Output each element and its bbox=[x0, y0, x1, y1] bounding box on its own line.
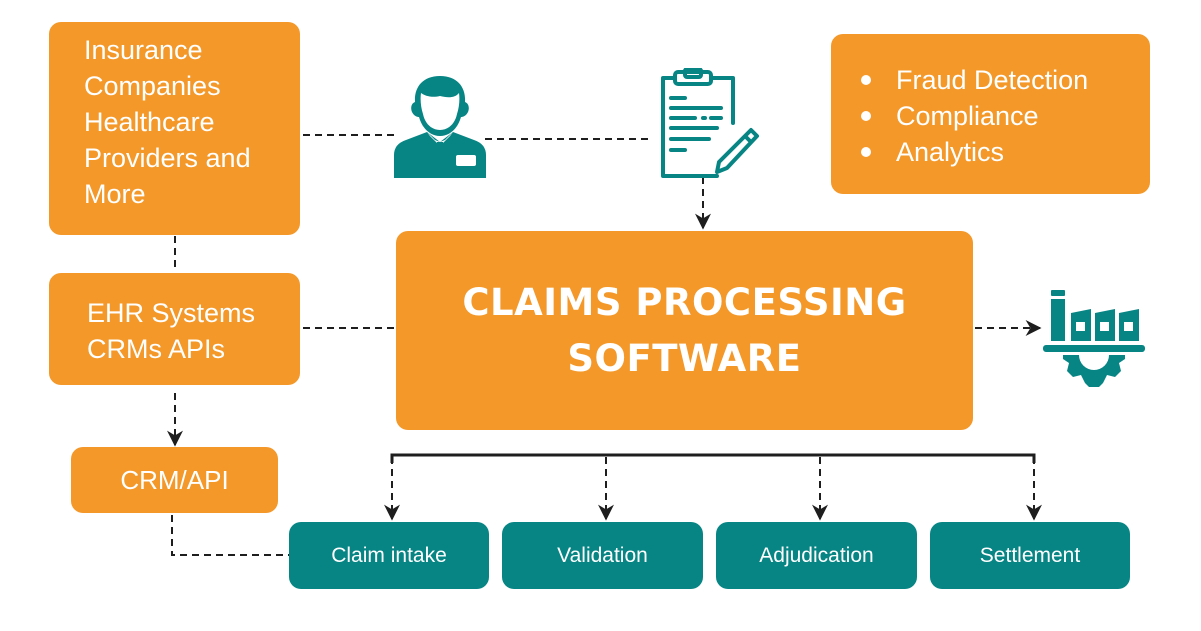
claims-processing-software-box: CLAIMS PROCESSING SOFTWARE bbox=[396, 231, 973, 430]
clipboard-pen-icon bbox=[661, 68, 759, 178]
feature-item: Analytics bbox=[831, 134, 1150, 170]
feature-item: Fraud Detection bbox=[831, 62, 1150, 98]
stakeholders-line: Insurance bbox=[84, 35, 203, 65]
crm-api-box: CRM/API bbox=[71, 447, 278, 513]
bullet-icon bbox=[861, 75, 871, 85]
feature-label: Compliance bbox=[896, 101, 1039, 131]
features-box: Fraud Detection Compliance Analytics bbox=[831, 34, 1150, 194]
step-label: Adjudication bbox=[759, 543, 874, 567]
stakeholders-line: Providers and bbox=[84, 143, 251, 173]
features-list: Fraud Detection Compliance Analytics bbox=[831, 62, 1150, 170]
connector-crm-claim-intake bbox=[171, 515, 290, 556]
user-agent-icon bbox=[394, 76, 486, 178]
bullet-icon bbox=[861, 111, 871, 121]
step-validation: Validation bbox=[502, 522, 703, 589]
step-claim-intake: Claim intake bbox=[289, 522, 489, 589]
stakeholders-line: Healthcare bbox=[84, 107, 215, 137]
step-label: Claim intake bbox=[331, 543, 447, 567]
feature-item: Compliance bbox=[831, 98, 1150, 134]
stakeholders-line: Companies bbox=[84, 71, 221, 101]
step-adjudication: Adjudication bbox=[716, 522, 917, 589]
connector-branch-bar bbox=[390, 453, 1036, 463]
bullet-icon bbox=[861, 147, 871, 157]
feature-label: Analytics bbox=[896, 137, 1005, 167]
main-title-line: SOFTWARE bbox=[567, 336, 802, 380]
step-label: Settlement bbox=[979, 543, 1081, 567]
integrations-line: EHR Systems bbox=[87, 298, 256, 328]
step-settlement: Settlement bbox=[930, 522, 1130, 589]
crm-api-label: CRM/API bbox=[120, 464, 229, 495]
feature-label: Fraud Detection bbox=[896, 65, 1089, 95]
main-title-line: CLAIMS PROCESSING bbox=[462, 280, 907, 324]
integrations-box: EHR Systems CRMs APIs bbox=[49, 273, 300, 385]
integrations-line: CRMs APIs bbox=[87, 334, 226, 364]
stakeholders-box: Insurance Companies Healthcare Providers… bbox=[49, 22, 300, 235]
factory-gear-icon bbox=[1043, 290, 1145, 387]
stakeholders-line: More bbox=[84, 179, 146, 209]
step-label: Validation bbox=[557, 543, 648, 567]
